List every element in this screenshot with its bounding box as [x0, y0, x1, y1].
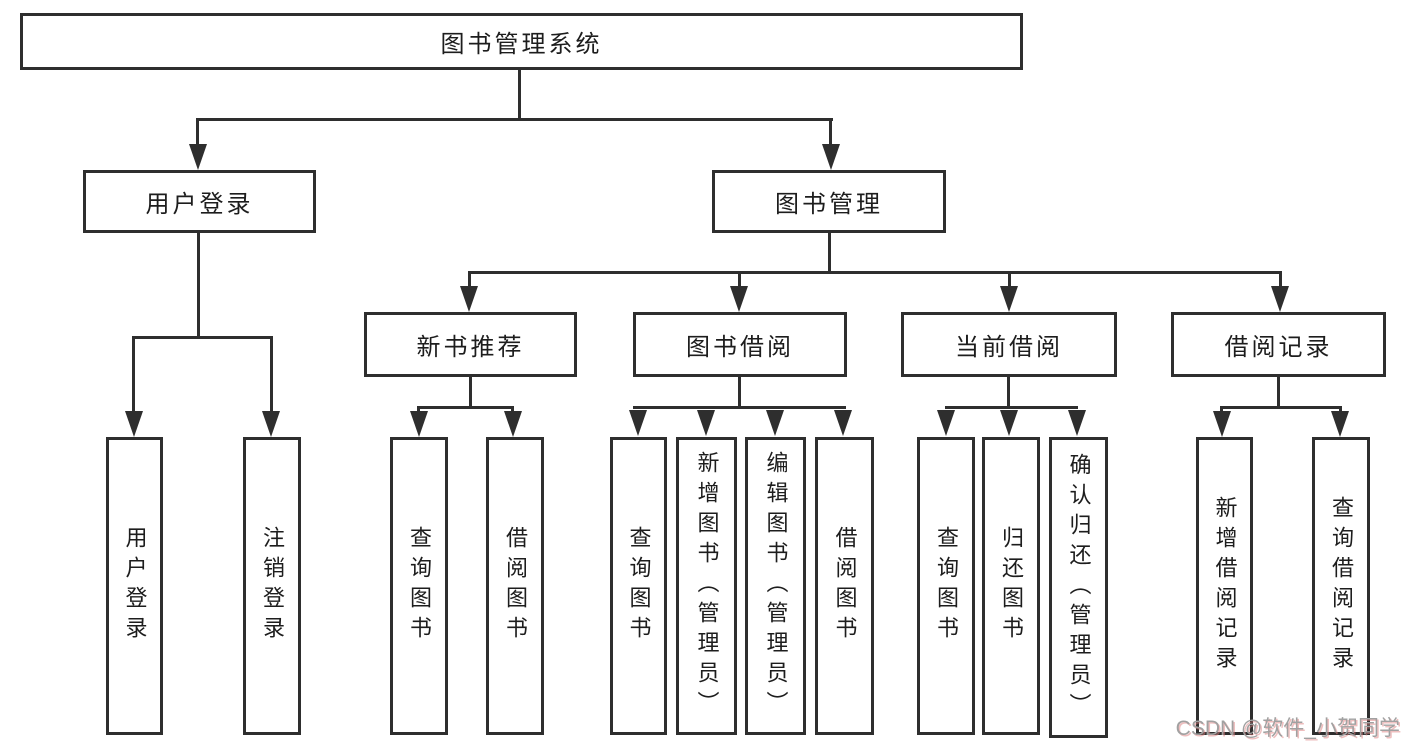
connector-line [197, 233, 200, 339]
arrow-down-icon [125, 411, 143, 437]
node-current-borrow: 当前借阅 [901, 312, 1117, 377]
connector-line [1277, 377, 1280, 409]
connector-line [738, 377, 741, 409]
leaf-add-book-admin: 新增图书（管理员） [676, 437, 737, 735]
arrow-down-icon [1068, 410, 1086, 436]
leaf-return-books: 归还图书 [982, 437, 1040, 735]
leaf-borrow-books-borrow: 借阅图书 [815, 437, 874, 735]
arrow-down-icon [937, 410, 955, 436]
connector-line [518, 69, 521, 120]
leaf-edit-book-admin: 编辑图书（管理员） [745, 437, 806, 735]
node-new-book-recommend: 新书推荐 [364, 312, 577, 377]
leaf-user-login: 用户登录 [106, 437, 163, 735]
node-user-login: 用户登录 [83, 170, 316, 233]
node-book-management: 图书管理 [712, 170, 946, 233]
arrow-down-icon [766, 410, 784, 436]
node-borrow-records: 借阅记录 [1171, 312, 1386, 377]
connector-line [469, 377, 472, 409]
connector-line [1007, 377, 1010, 409]
connector-line [468, 271, 471, 289]
leaf-add-borrow-record: 新增借阅记录 [1196, 437, 1253, 735]
connector-line [829, 118, 832, 148]
arrow-down-icon [1271, 286, 1289, 312]
connector-line [633, 406, 846, 409]
leaf-borrow-books-recommend: 借阅图书 [486, 437, 544, 735]
connector-line [468, 271, 1282, 274]
connector-line [828, 233, 831, 274]
arrow-down-icon [730, 286, 748, 312]
arrow-down-icon [189, 144, 207, 170]
arrow-down-icon [834, 410, 852, 436]
arrow-down-icon [1213, 411, 1231, 437]
arrow-down-icon [504, 411, 522, 437]
connector-line [738, 271, 741, 289]
arrow-down-icon [629, 410, 647, 436]
node-book-borrow: 图书借阅 [633, 312, 847, 377]
connector-line [1008, 271, 1011, 289]
leaf-logout: 注销登录 [243, 437, 301, 735]
arrow-down-icon [262, 411, 280, 437]
connector-line [1222, 406, 1342, 409]
arrow-down-icon [822, 144, 840, 170]
leaf-query-books-current: 查询图书 [917, 437, 975, 735]
leaf-confirm-return-admin: 确认归还（管理员） [1049, 437, 1108, 738]
csdn-watermark: CSDN @软件_小贺同学 [1175, 717, 1400, 740]
arrow-down-icon [460, 286, 478, 312]
arrow-down-icon [1331, 411, 1349, 437]
arrow-down-icon [410, 411, 428, 437]
connector-line [132, 336, 135, 414]
connector-line [1279, 271, 1282, 289]
connector-line [945, 406, 1078, 409]
arrow-down-icon [1000, 410, 1018, 436]
node-root-library-system: 图书管理系统 [20, 13, 1023, 70]
leaf-query-books-recommend: 查询图书 [390, 437, 448, 735]
connector-line [270, 336, 273, 414]
connector-line [196, 118, 199, 148]
arrow-down-icon [697, 410, 715, 436]
arrow-down-icon [1000, 286, 1018, 312]
leaf-query-books-borrow: 查询图书 [610, 437, 667, 735]
connector-line [419, 406, 514, 409]
connector-line [134, 336, 273, 339]
connector-line [197, 118, 833, 121]
leaf-query-borrow-record: 查询借阅记录 [1312, 437, 1370, 735]
